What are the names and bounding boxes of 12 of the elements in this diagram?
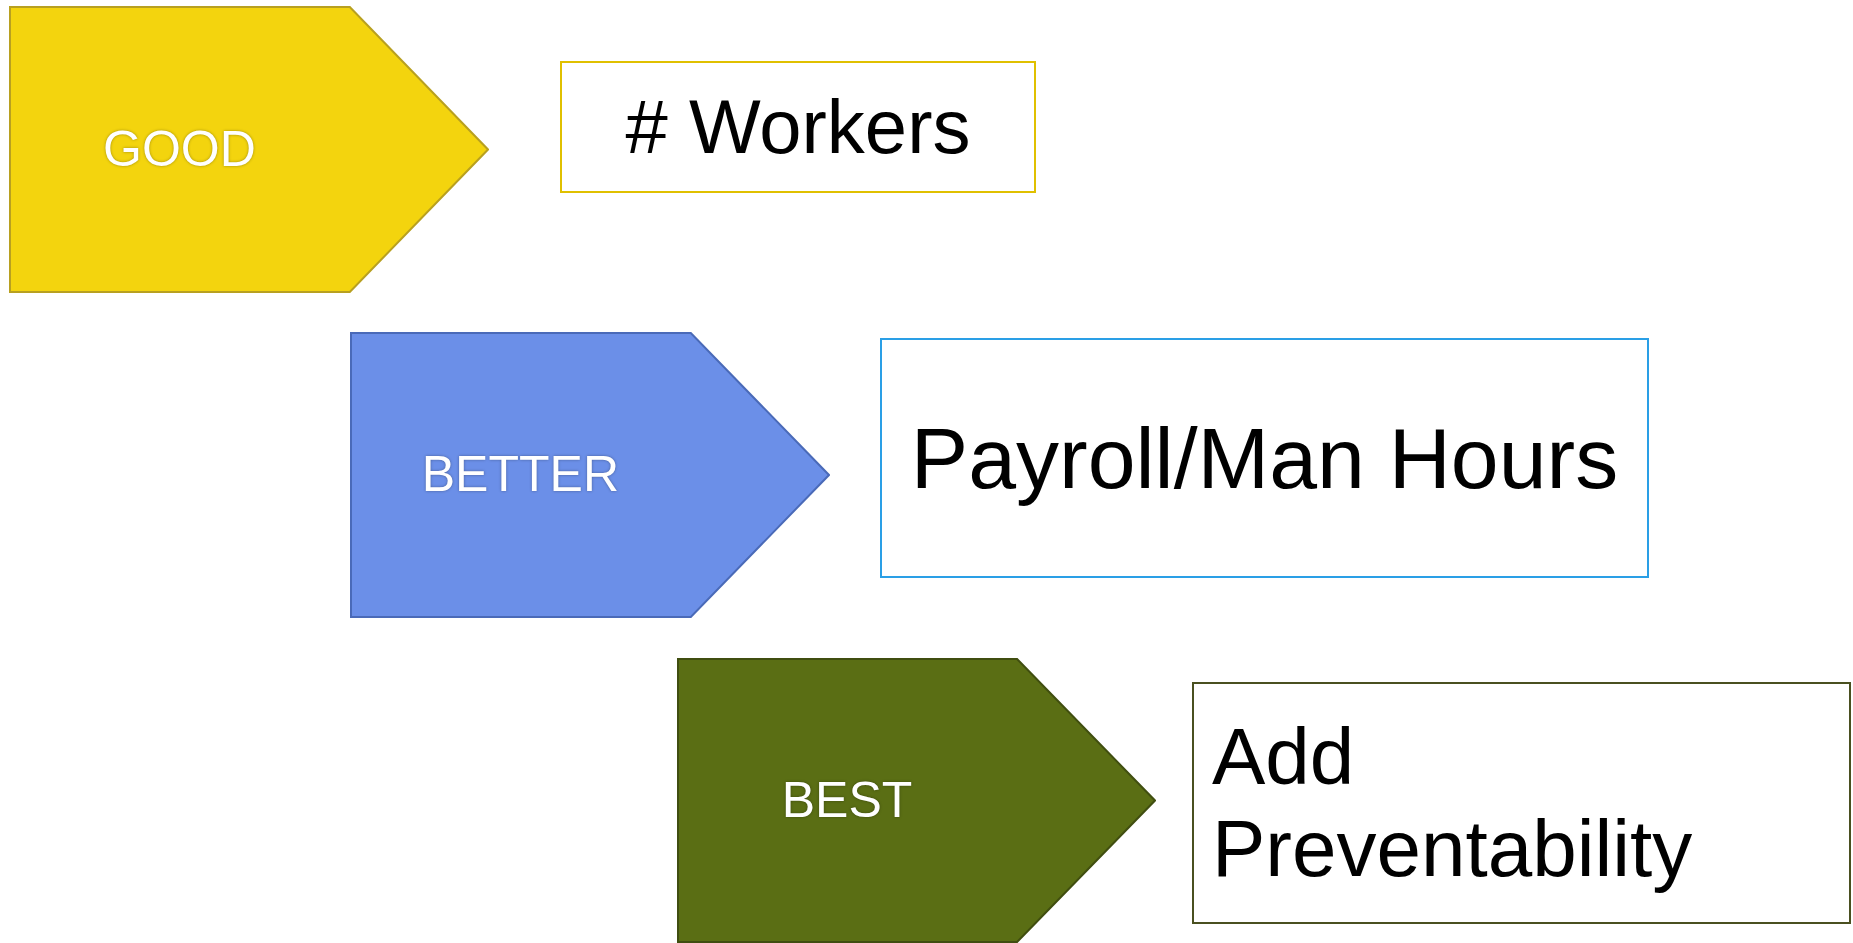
chevron-shape [350,332,830,618]
level-label: BEST [781,771,913,830]
level-label: GOOD [103,120,256,179]
text-box [880,338,1649,578]
chevron-shape [677,658,1156,943]
metric-text: Add Preventability [1212,711,1694,895]
text-box [1192,682,1851,924]
level-label: BETTER [421,446,619,504]
metric-text: Payroll/Man Hours [910,408,1619,508]
text-box [560,61,1036,193]
metric-text: # Workers [625,83,971,171]
chevron-shape [9,6,489,293]
